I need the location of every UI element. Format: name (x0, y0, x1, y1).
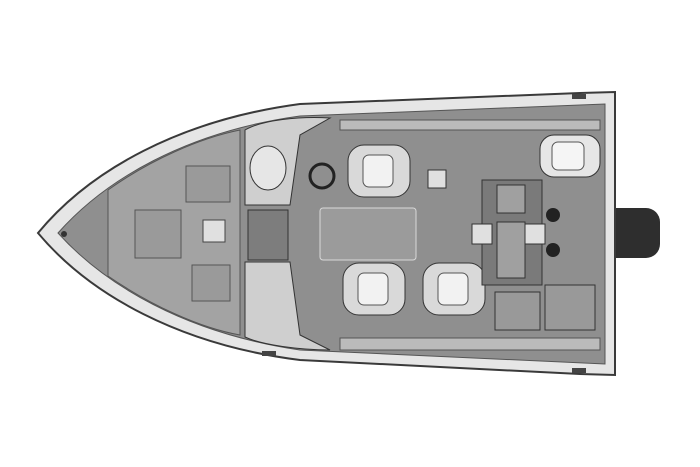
drain (546, 208, 560, 222)
storage-hatch (544, 284, 596, 331)
drain (546, 243, 560, 257)
side-rail (339, 337, 601, 351)
bow-hatch (134, 209, 182, 259)
steering-wheel-icon (308, 162, 336, 190)
cupholder (471, 223, 493, 245)
bow-hatch (191, 264, 231, 302)
cleat (262, 351, 276, 356)
livewell (496, 221, 526, 279)
console-seat (249, 145, 287, 191)
cupholder (524, 223, 546, 245)
windshield (244, 261, 331, 351)
storage-hatch (494, 291, 541, 331)
seat-icon (422, 262, 486, 316)
cleat (572, 368, 586, 373)
floor-hatch (319, 207, 417, 261)
side-rail (339, 119, 601, 131)
seat-icon (347, 144, 411, 198)
livewell (496, 184, 526, 214)
cupholder (427, 169, 447, 189)
seat-icon (342, 262, 406, 316)
walkthrough-door (247, 209, 289, 261)
bow-hatch (185, 165, 231, 203)
seat-icon (539, 134, 601, 178)
bow-cupholder (202, 219, 226, 243)
cleat (572, 94, 586, 99)
bow-eye (61, 231, 67, 237)
